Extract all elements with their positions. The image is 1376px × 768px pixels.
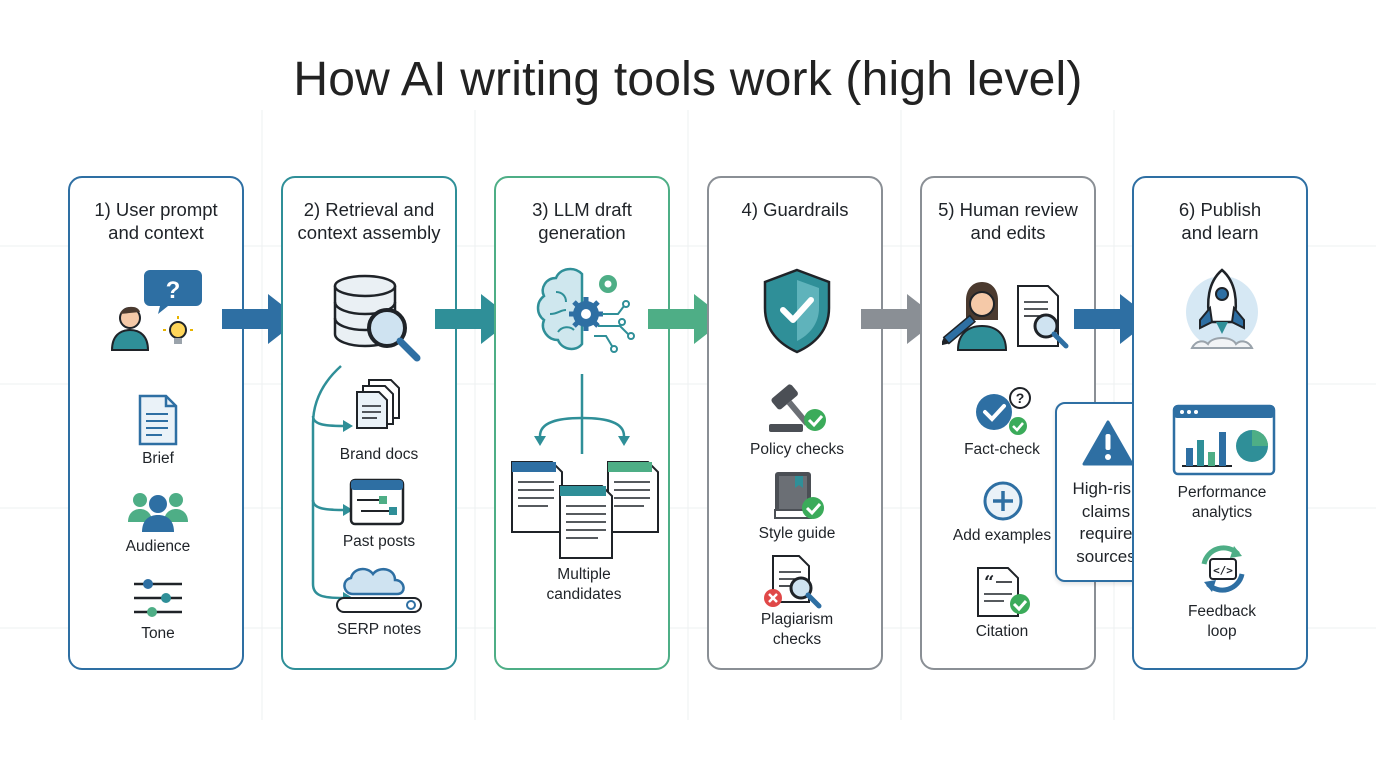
stage-3-llm-draft: 3) LLM draft generation bbox=[494, 176, 670, 670]
gavel-icon bbox=[769, 384, 826, 432]
database-search-icon bbox=[333, 274, 421, 362]
sliders-icon bbox=[134, 579, 182, 617]
stage-2-retrieval: 2) Retrieval and context assembly Brand … bbox=[281, 176, 457, 670]
stage-4-guardrails: 4) Guardrails Policy checks Style guide … bbox=[707, 176, 883, 670]
doc-search-icon bbox=[764, 555, 822, 609]
rocket-icon bbox=[1186, 268, 1258, 349]
stage-title: 3) LLM draft generation bbox=[532, 199, 632, 243]
item-label: Tone bbox=[141, 625, 175, 642]
item-label: Style guide bbox=[758, 525, 836, 542]
item-label: Brief bbox=[142, 450, 174, 467]
item-label: Policy checks bbox=[750, 441, 844, 458]
item-label: Fact-check bbox=[964, 441, 1040, 458]
user-question-icon: ? bbox=[110, 270, 202, 351]
item-label: Multiple candidates bbox=[546, 566, 622, 603]
item-label: Citation bbox=[975, 623, 1029, 640]
diagram-title: How AI writing tools work (high level) bbox=[293, 53, 1083, 106]
svg-text:?: ? bbox=[166, 277, 181, 304]
callout-text: High-risk claims require sources bbox=[1072, 479, 1140, 566]
plus-circle-icon bbox=[983, 481, 1023, 521]
item-label: Add examples bbox=[952, 527, 1052, 544]
stage-title: 1) User prompt and context bbox=[94, 199, 218, 243]
stage-title: 6) Publish and learn bbox=[1178, 199, 1262, 243]
brain-gears-icon bbox=[536, 267, 635, 353]
stage-1-user-prompt: 1) User prompt and context ? Brief Audie… bbox=[68, 176, 244, 670]
svg-text:“: “ bbox=[984, 572, 994, 593]
code-loop-icon: </> bbox=[1201, 545, 1245, 593]
item-label: Performance analytics bbox=[1177, 484, 1267, 521]
fork-connector bbox=[534, 374, 630, 454]
item-label: Past posts bbox=[342, 533, 416, 550]
item-label: SERP notes bbox=[336, 621, 422, 638]
quote-doc-icon: “ bbox=[977, 567, 1030, 617]
docs-stack-icon bbox=[356, 379, 400, 429]
item-label: Feedback loop bbox=[1187, 603, 1257, 640]
reviewer-icon bbox=[942, 282, 1069, 351]
dashboard-icon bbox=[1172, 404, 1276, 476]
flow-arrow-1 bbox=[222, 294, 300, 344]
flow-arrow-2 bbox=[435, 294, 513, 344]
book-icon bbox=[774, 472, 824, 519]
shield-check-icon bbox=[763, 268, 831, 354]
branch-connector bbox=[311, 365, 353, 604]
item-label: Audience bbox=[125, 538, 191, 555]
item-label: Plagiarism checks bbox=[760, 611, 834, 648]
candidate-docs-icon bbox=[511, 461, 659, 559]
warning-triangle-icon bbox=[1082, 420, 1134, 466]
stage-6-publish: 6) Publish and learn Performance analyti… bbox=[1132, 176, 1308, 670]
flow-arrow-4 bbox=[861, 294, 939, 344]
stage-title: 5) Human review and edits bbox=[938, 199, 1078, 243]
item-label: Brand docs bbox=[339, 446, 419, 463]
flow-arrow-3 bbox=[648, 294, 726, 344]
svg-text:?: ? bbox=[1016, 390, 1025, 406]
group-icon bbox=[128, 493, 188, 532]
document-icon bbox=[138, 394, 178, 446]
browser-window-icon bbox=[349, 478, 405, 526]
cloud-search-icon bbox=[336, 567, 422, 613]
svg-text:</>: </> bbox=[1213, 564, 1233, 577]
check-question-icon: ? bbox=[976, 387, 1031, 435]
stage-title: 4) Guardrails bbox=[741, 199, 849, 220]
stage-title: 2) Retrieval and context assembly bbox=[297, 199, 441, 243]
